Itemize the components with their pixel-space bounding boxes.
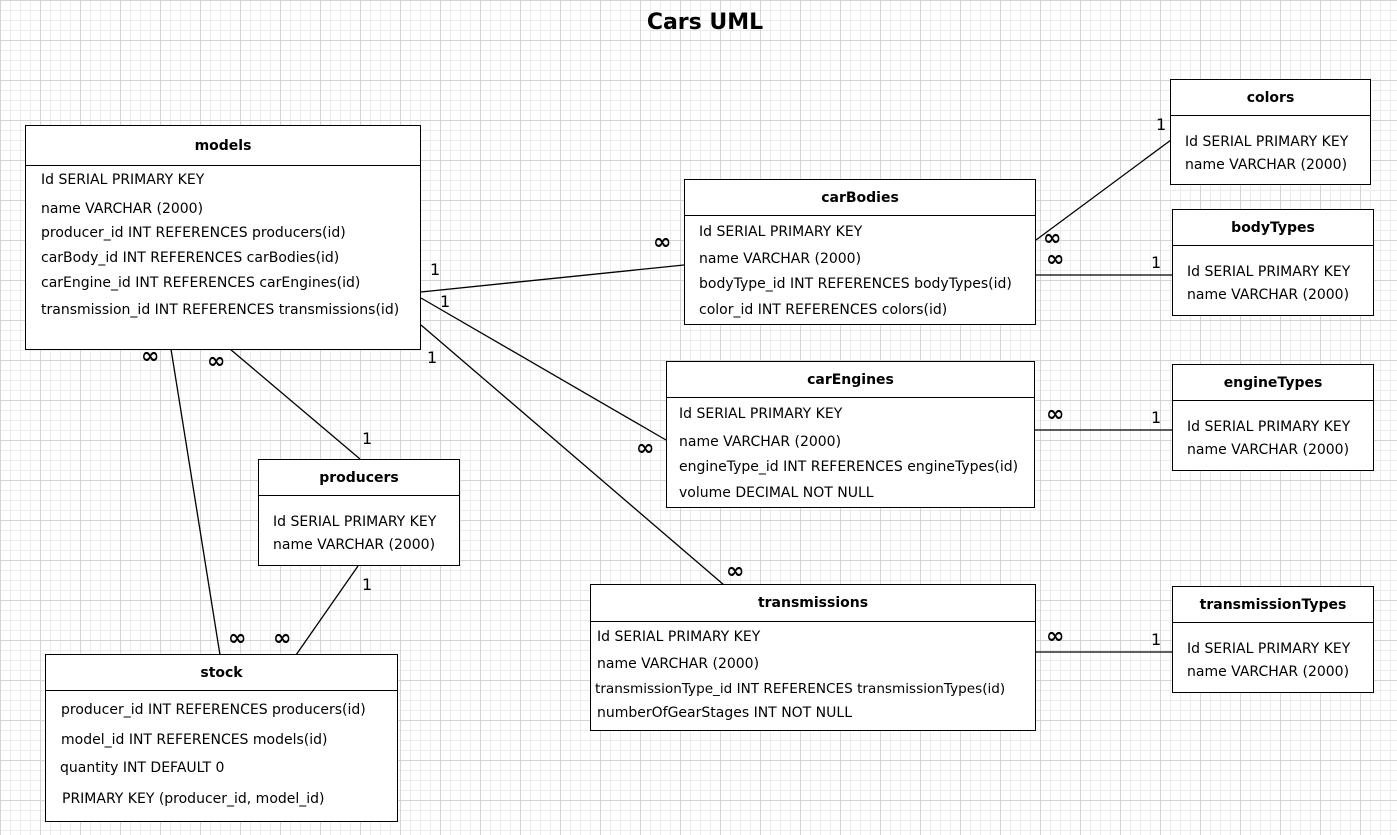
entity-producers-field: name VARCHAR (2000) <box>273 537 436 553</box>
entity-stock[interactable]: stock producer_id INT REFERENCES produce… <box>45 654 398 822</box>
entity-transmissions-name: transmissions <box>591 585 1035 622</box>
cardinality-many: ∞ <box>726 559 745 584</box>
entity-stock-field: quantity INT DEFAULT 0 <box>60 760 225 776</box>
entity-bodytypes-field: name VARCHAR (2000) <box>1187 287 1350 303</box>
entity-stock-field: PRIMARY KEY (producer_id, model_id) <box>62 791 325 807</box>
entity-producers-name: producers <box>259 460 459 496</box>
entity-carbodies-field: name VARCHAR (2000) <box>699 251 862 267</box>
entity-models-name: models <box>26 126 420 166</box>
entity-carbodies-field: color_id INT REFERENCES colors(id) <box>699 302 948 318</box>
entity-transmissions-field: numberOfGearStages INT NOT NULL <box>597 705 853 721</box>
entity-producers-field: Id SERIAL PRIMARY KEY <box>273 514 437 530</box>
entity-models-field: transmission_id INT REFERENCES transmiss… <box>41 302 400 318</box>
cardinality-one: 1 <box>1151 630 1162 649</box>
cardinality-many: ∞ <box>653 230 672 255</box>
cardinality-one: 1 <box>440 292 451 311</box>
cardinality-many: ∞ <box>273 626 292 651</box>
cardinality-many: ∞ <box>1046 402 1065 427</box>
rel-producers-stock <box>295 565 359 656</box>
entity-carengines-field: Id SERIAL PRIMARY KEY <box>679 406 843 422</box>
entity-models-field: name VARCHAR (2000) <box>41 201 204 217</box>
cardinality-many: ∞ <box>1043 226 1062 251</box>
entity-enginetypes[interactable]: engineTypes Id SERIAL PRIMARY KEY name V… <box>1172 364 1374 471</box>
rel-models-transmissions <box>420 324 725 586</box>
entity-transmissiontypes-name: transmissionTypes <box>1173 587 1373 623</box>
entity-colors-field: name VARCHAR (2000) <box>1185 157 1348 173</box>
entity-models-field: producer_id INT REFERENCES producers(id) <box>41 225 346 241</box>
entity-enginetypes-name: engineTypes <box>1173 365 1373 401</box>
entity-carengines-field: volume DECIMAL NOT NULL <box>679 485 874 501</box>
rel-models-carengines <box>420 297 667 441</box>
entity-bodytypes-field: Id SERIAL PRIMARY KEY <box>1187 264 1351 280</box>
entity-enginetypes-field: Id SERIAL PRIMARY KEY <box>1187 419 1351 435</box>
entity-carengines-field: engineType_id INT REFERENCES engineTypes… <box>679 459 1019 475</box>
entity-carengines-name: carEngines <box>667 362 1034 398</box>
cardinality-many: ∞ <box>228 626 247 651</box>
entity-enginetypes-field: name VARCHAR (2000) <box>1187 442 1350 458</box>
cardinality-one: 1 <box>1151 408 1162 427</box>
rel-carbodies-colors <box>1035 139 1172 241</box>
entity-stock-name: stock <box>46 655 397 691</box>
entity-stock-field: producer_id INT REFERENCES producers(id) <box>61 702 366 718</box>
entity-models-field: carEngine_id INT REFERENCES carEngines(i… <box>41 275 361 291</box>
cardinality-one: 1 <box>430 260 441 279</box>
cardinality-one: 1 <box>1151 253 1162 272</box>
entity-bodytypes[interactable]: bodyTypes Id SERIAL PRIMARY KEY name VAR… <box>1172 209 1374 316</box>
entity-transmissiontypes-field: Id SERIAL PRIMARY KEY <box>1187 641 1351 657</box>
cardinality-many: ∞ <box>1046 624 1065 649</box>
cardinality-many: ∞ <box>141 344 160 369</box>
entity-stock-field: model_id INT REFERENCES models(id) <box>61 732 328 748</box>
cardinality-one: 1 <box>362 575 373 594</box>
entity-models[interactable]: models Id SERIAL PRIMARY KEY name VARCHA… <box>25 125 421 350</box>
diagram-title: Cars UML <box>646 10 764 35</box>
entity-carbodies[interactable]: carBodies Id SERIAL PRIMARY KEY name VAR… <box>684 179 1036 325</box>
cardinality-one: 1 <box>362 429 373 448</box>
entity-carbodies-name: carBodies <box>685 180 1035 216</box>
entity-producers[interactable]: producers Id SERIAL PRIMARY KEY name VAR… <box>258 459 460 566</box>
entity-transmissiontypes-field: name VARCHAR (2000) <box>1187 664 1350 680</box>
rel-models-carbodies <box>420 264 685 293</box>
entity-carbodies-field: bodyType_id INT REFERENCES bodyTypes(id) <box>699 276 1012 292</box>
entity-transmissions-field: name VARCHAR (2000) <box>597 656 760 672</box>
entity-carengines[interactable]: carEngines Id SERIAL PRIMARY KEY name VA… <box>666 361 1035 508</box>
rel-models-producers <box>229 348 361 460</box>
cardinality-many: ∞ <box>636 436 655 461</box>
entity-carbodies-field: Id SERIAL PRIMARY KEY <box>699 224 863 240</box>
entity-carengines-field: name VARCHAR (2000) <box>679 434 842 450</box>
entity-transmissions-field: Id SERIAL PRIMARY KEY <box>597 629 761 645</box>
rel-models-stock <box>170 348 221 656</box>
cardinality-one: 1 <box>1156 115 1167 134</box>
cardinality-many: ∞ <box>1046 247 1065 272</box>
entity-transmissions[interactable]: transmissions Id SERIAL PRIMARY KEY name… <box>590 584 1036 731</box>
entity-colors-field: Id SERIAL PRIMARY KEY <box>1185 134 1349 150</box>
entity-models-field: carBody_id INT REFERENCES carBodies(id) <box>41 250 340 266</box>
entity-bodytypes-name: bodyTypes <box>1173 210 1373 246</box>
entity-transmissiontypes[interactable]: transmissionTypes Id SERIAL PRIMARY KEY … <box>1172 586 1374 693</box>
entity-transmissions-field: transmissionType_id INT REFERENCES trans… <box>595 681 1006 697</box>
entity-models-field: Id SERIAL PRIMARY KEY <box>41 172 205 188</box>
entity-colors-name: colors <box>1171 80 1370 116</box>
entity-colors[interactable]: colors Id SERIAL PRIMARY KEY name VARCHA… <box>1170 79 1371 185</box>
cardinality-one: 1 <box>427 348 438 367</box>
cardinality-many: ∞ <box>207 349 226 374</box>
